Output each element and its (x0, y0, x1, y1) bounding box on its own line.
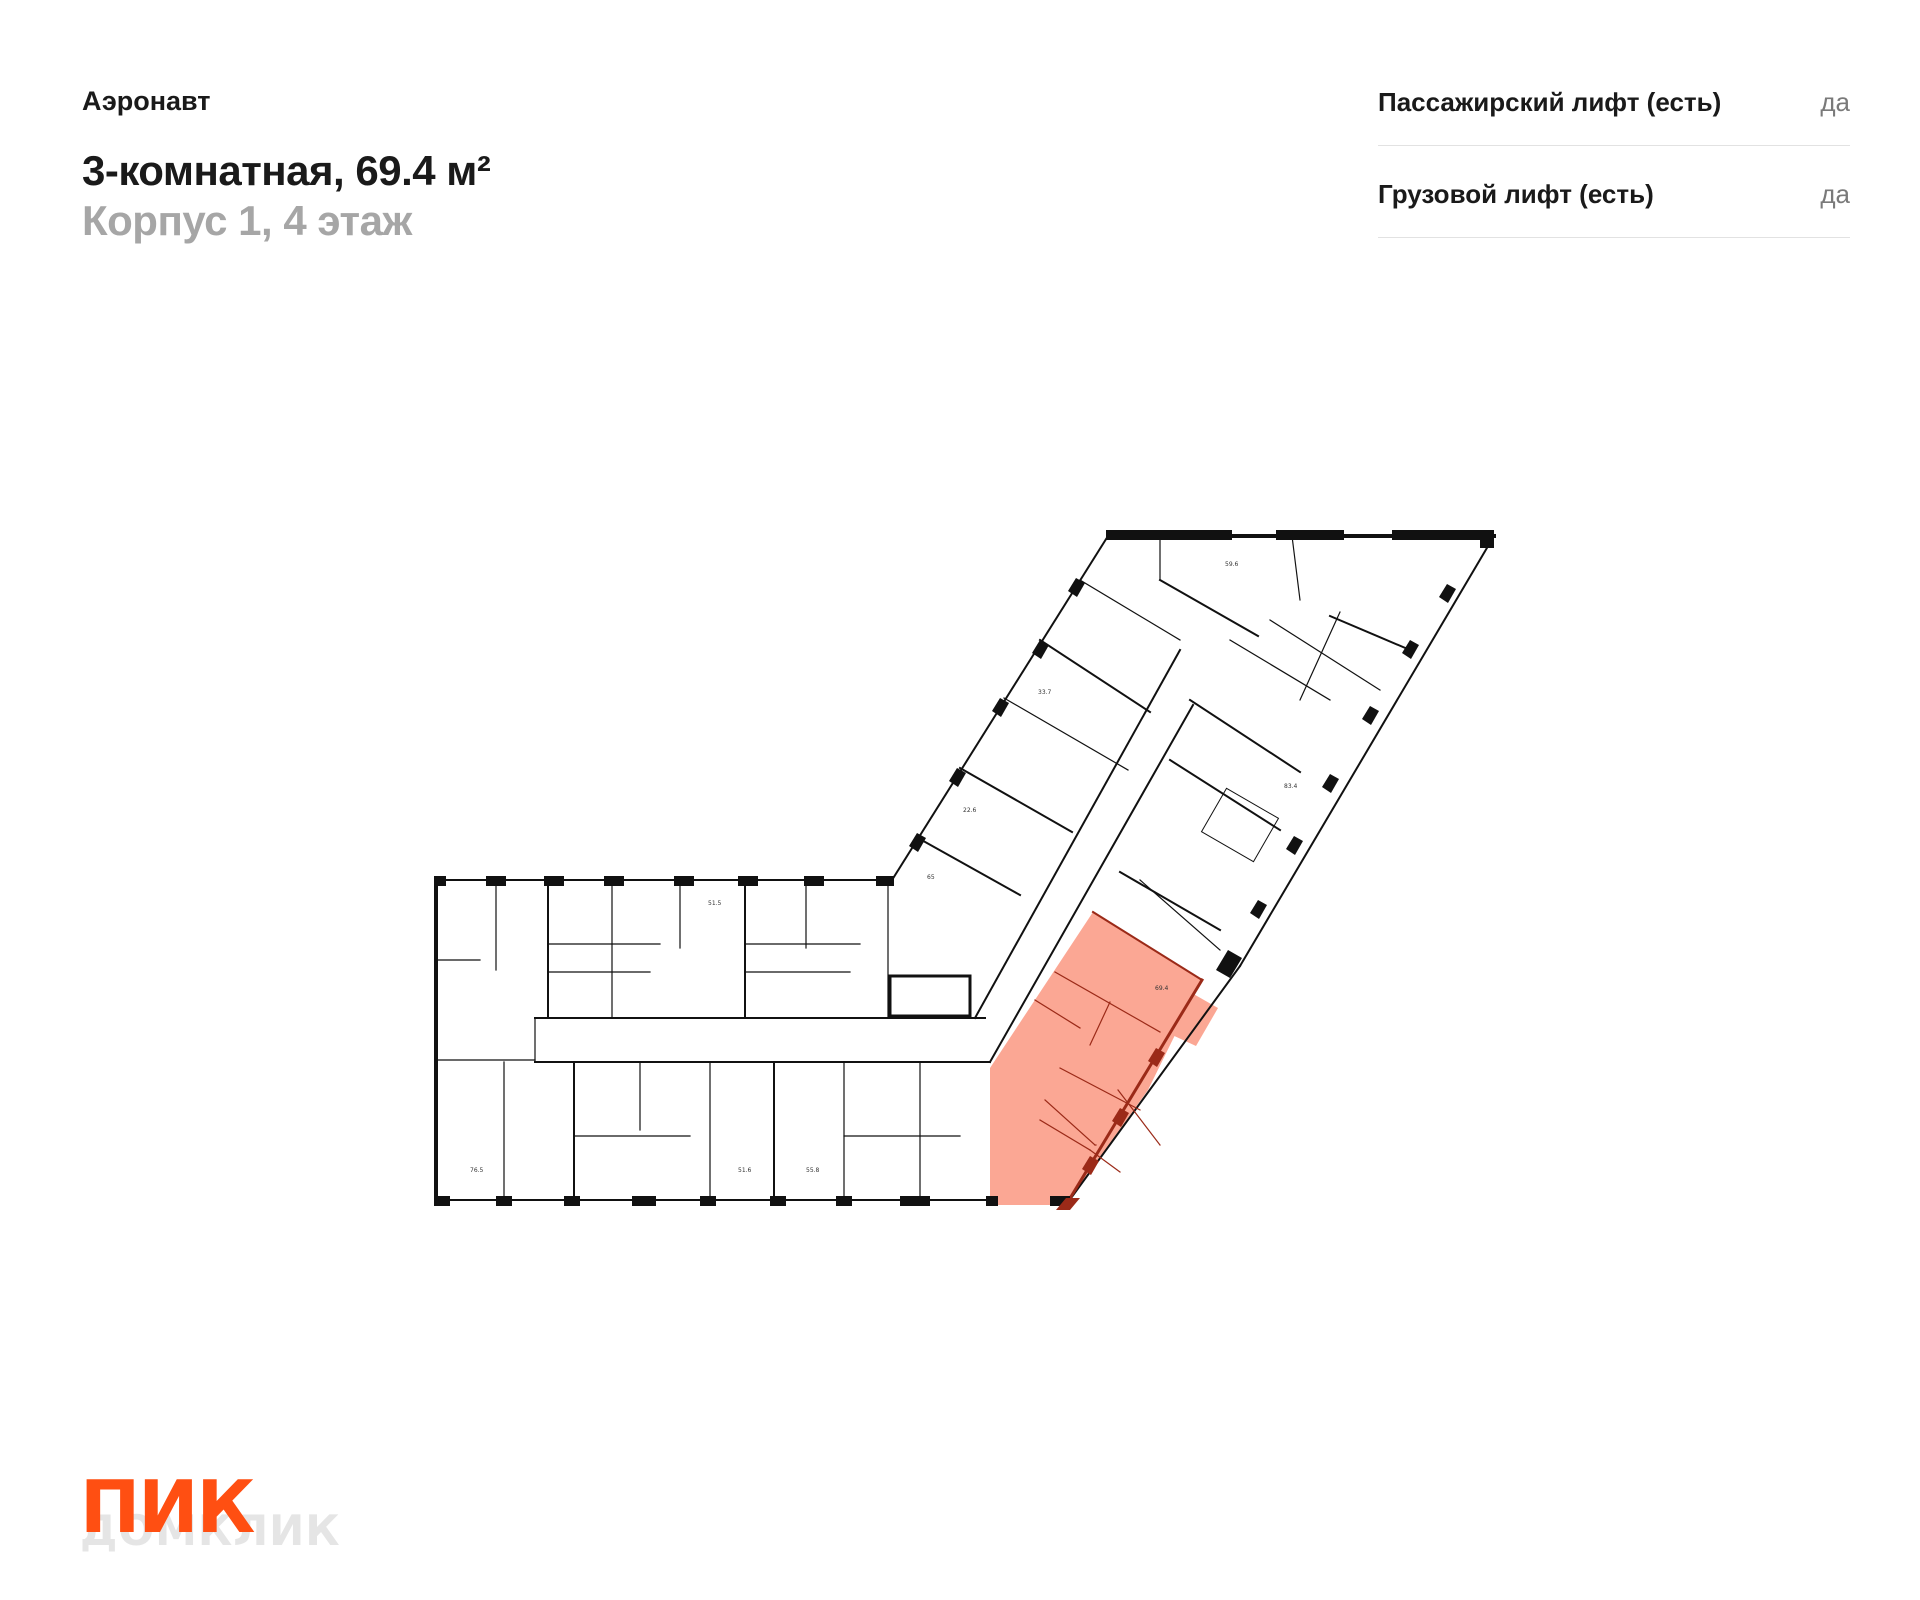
feature-row-passenger-lift: Пассажирский лифт (есть) да (1378, 54, 1850, 146)
area-label: 51.6 (738, 1167, 752, 1174)
area-label: 83.4 (1284, 783, 1298, 790)
highlighted-balcony (1170, 992, 1218, 1046)
area-label: 76.5 (470, 1167, 484, 1174)
area-label: 51.5 (708, 900, 722, 907)
area-label: 22.6 (963, 807, 977, 814)
domclick-watermark: ДОМКЛИК (80, 1506, 341, 1555)
area-label: 55.8 (806, 1167, 820, 1174)
area-label: 69.4 (1155, 985, 1169, 992)
feature-value: да (1820, 179, 1850, 209)
walls (434, 534, 1496, 1208)
apartment-location: Корпус 1, 4 этаж (82, 197, 412, 244)
wall-piers (434, 530, 1494, 1210)
feature-row-freight-lift: Грузовой лифт (есть) да (1378, 146, 1850, 238)
area-label: 59.6 (1225, 561, 1239, 568)
feature-value: да (1820, 87, 1850, 117)
apartment-title: 3-комнатная, 69.4 м² (82, 147, 491, 194)
area-labels: 59.6 33.7 22.6 65 83.4 69.4 51.5 76.5 51… (470, 561, 1298, 1174)
features-list: Пассажирский лифт (есть) да Грузовой лиф… (1378, 54, 1850, 238)
project-name: Аэронавт (82, 86, 211, 116)
highlighted-apartment[interactable] (990, 912, 1202, 1205)
feature-name: Пассажирский лифт (есть) (1378, 87, 1722, 117)
feature-name: Грузовой лифт (есть) (1378, 179, 1654, 209)
header: Аэронавт 3-комнатная, 69.4 м² Корпус 1, … (82, 84, 491, 246)
pik-brand: ПИК (80, 1465, 255, 1549)
area-label: 33.7 (1038, 689, 1052, 696)
area-label: 65 (927, 874, 935, 881)
